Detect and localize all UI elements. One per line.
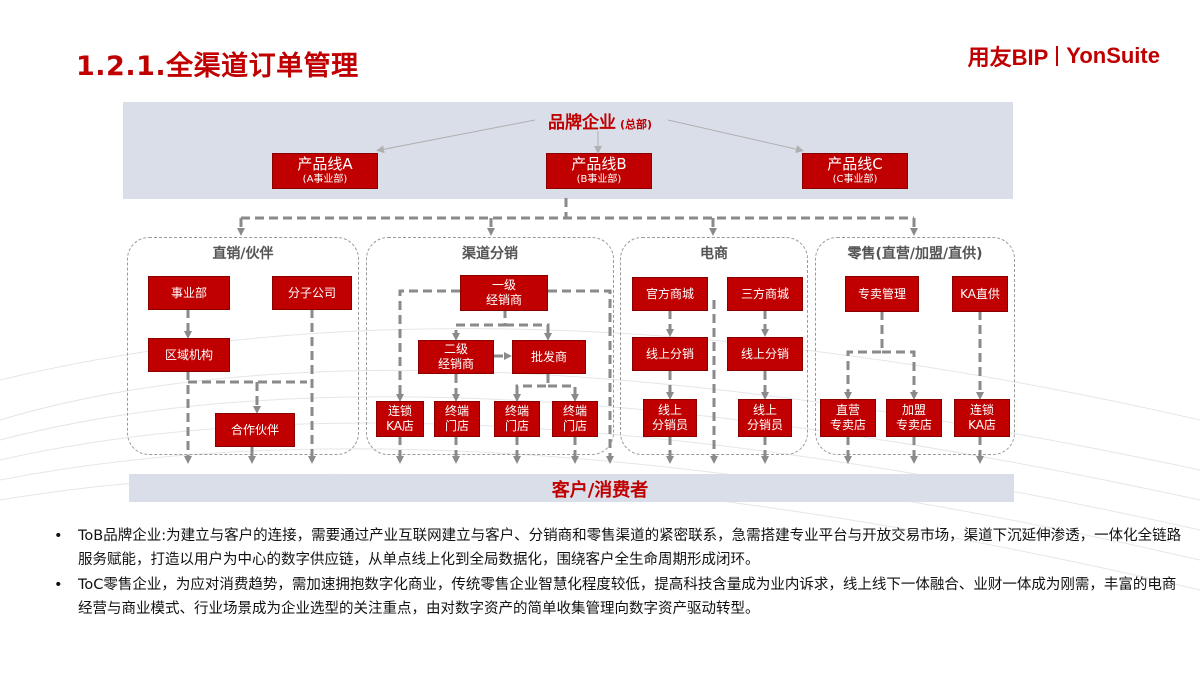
node-tier1-distributor: 一级 经销商	[460, 275, 548, 311]
product-line-label: 产品线B	[571, 155, 627, 174]
node-terminal-store: 终端 门店	[552, 401, 598, 437]
group-direct	[127, 237, 359, 455]
node-online-distribution: 线上分销	[727, 337, 803, 371]
node-terminal-store: 终端 门店	[494, 401, 540, 437]
bullet-item: • ToB品牌企业:为建立与客户的连接，需要通过产业互联网建立与客户、分销商和零…	[52, 524, 1182, 572]
node-chain-ka-store: 连锁 KA店	[954, 399, 1010, 437]
node-business-unit: 事业部	[148, 276, 230, 310]
node-tier2-distributor: 二级 经销商	[418, 340, 494, 374]
product-line-label: 产品线A	[297, 155, 353, 174]
group-channel	[366, 237, 614, 455]
bullet-item: • ToC零售企业，为应对消费趋势，需加速拥抱数字化商业，传统零售企业智慧化程度…	[52, 573, 1182, 621]
bullet-dot-icon: •	[54, 577, 63, 593]
product-line-sub: (A事业部)	[302, 174, 348, 186]
node-third-party-mall: 三方商城	[727, 277, 803, 311]
page-title: 1.2.1.全渠道订单管理	[76, 51, 359, 82]
product-line-b: 产品线B (B事业部)	[546, 153, 652, 189]
customer-band	[129, 474, 1014, 502]
group-retail-label: 零售(直营/加盟/直供)	[847, 246, 983, 262]
node-regional: 区域机构	[148, 338, 230, 372]
product-line-label: 产品线C	[827, 155, 883, 174]
product-line-c: 产品线C (C事业部)	[802, 153, 908, 189]
node-store-management: 专卖管理	[845, 276, 919, 312]
bullet-text: ToC零售企业，为应对消费趋势，需加速拥抱数字化商业，传统零售企业智慧化程度较低…	[78, 577, 1177, 617]
product-line-a: 产品线A (A事业部)	[272, 153, 378, 189]
brand-enterprise-label: 品牌企业(总部)	[0, 108, 1200, 133]
group-direct-label: 直销/伙伴	[212, 246, 274, 262]
node-official-mall: 官方商城	[632, 277, 708, 311]
product-line-sub: (C事业部)	[832, 174, 878, 186]
node-online-distribution: 线上分销	[632, 337, 708, 371]
brand-label: 品牌企业	[547, 113, 616, 133]
node-online-distributor: 线上 分销员	[738, 399, 792, 437]
node-online-distributor: 线上 分销员	[643, 399, 697, 437]
bullet-text: ToB品牌企业:为建立与客户的连接，需要通过产业互联网建立与客户、分销商和零售渠…	[78, 528, 1182, 568]
node-franchise-store: 加盟 专卖店	[886, 399, 942, 437]
logo-yonyou-bip: 用友BIP	[967, 45, 1049, 70]
group-channel-label: 渠道分销	[462, 246, 518, 262]
bullet-list: • ToB品牌企业:为建立与客户的连接，需要通过产业互联网建立与客户、分销商和零…	[52, 524, 1182, 622]
logo-yonsuite: YonSuite	[1066, 43, 1160, 68]
node-wholesaler: 批发商	[512, 340, 586, 374]
node-ka-direct: KA直供	[952, 276, 1008, 312]
logo-divider	[1056, 46, 1059, 66]
product-line-sub: (B事业部)	[576, 174, 622, 186]
brand-sub-label: (总部)	[619, 118, 653, 131]
node-subsidiary: 分子公司	[272, 276, 352, 310]
node-partner: 合作伙伴	[215, 413, 295, 447]
customer-label: 客户/消费者	[551, 480, 649, 501]
node-chain-ka: 连锁 KA店	[376, 401, 424, 437]
node-terminal-store: 终端 门店	[434, 401, 480, 437]
node-direct-store: 直营 专卖店	[820, 399, 876, 437]
bullet-dot-icon: •	[54, 528, 63, 544]
group-ecommerce-label: 电商	[700, 246, 728, 262]
brand-logo: 用友BIP YonSuite	[968, 40, 1160, 72]
